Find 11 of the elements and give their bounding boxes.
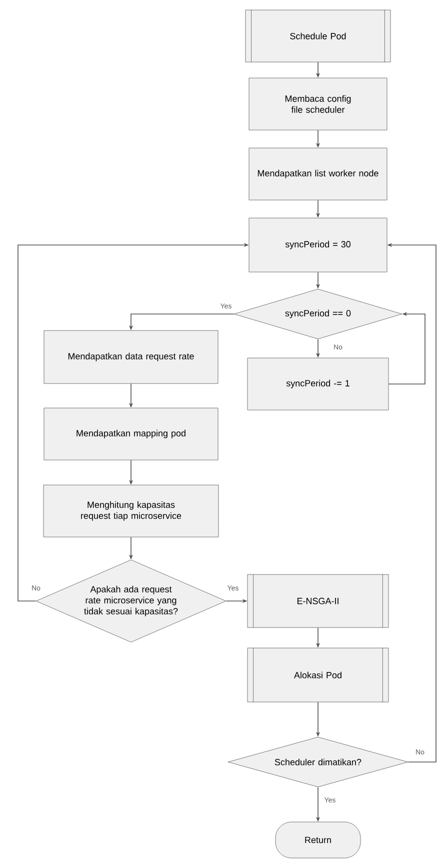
process-box: Mendapatkan mapping pod	[44, 408, 218, 460]
process-box: syncPeriod = 30	[248, 218, 388, 272]
process-box: Menghitung kapasitas request tiap microservice	[43, 484, 219, 538]
terminator: Return	[275, 822, 361, 858]
subprocess-box: Alokasi Pod	[247, 648, 389, 702]
process-box: Mendapatkan data request rate	[44, 330, 218, 384]
process-box: Mendapatkan list worker node	[248, 148, 388, 200]
subprocess-box: Schedule Pod	[245, 10, 391, 62]
subprocess-box: E-NSGA-II	[247, 574, 389, 628]
process-box: Membaca config file scheduler	[248, 78, 388, 130]
process-box: syncPeriod -= 1	[247, 358, 389, 410]
